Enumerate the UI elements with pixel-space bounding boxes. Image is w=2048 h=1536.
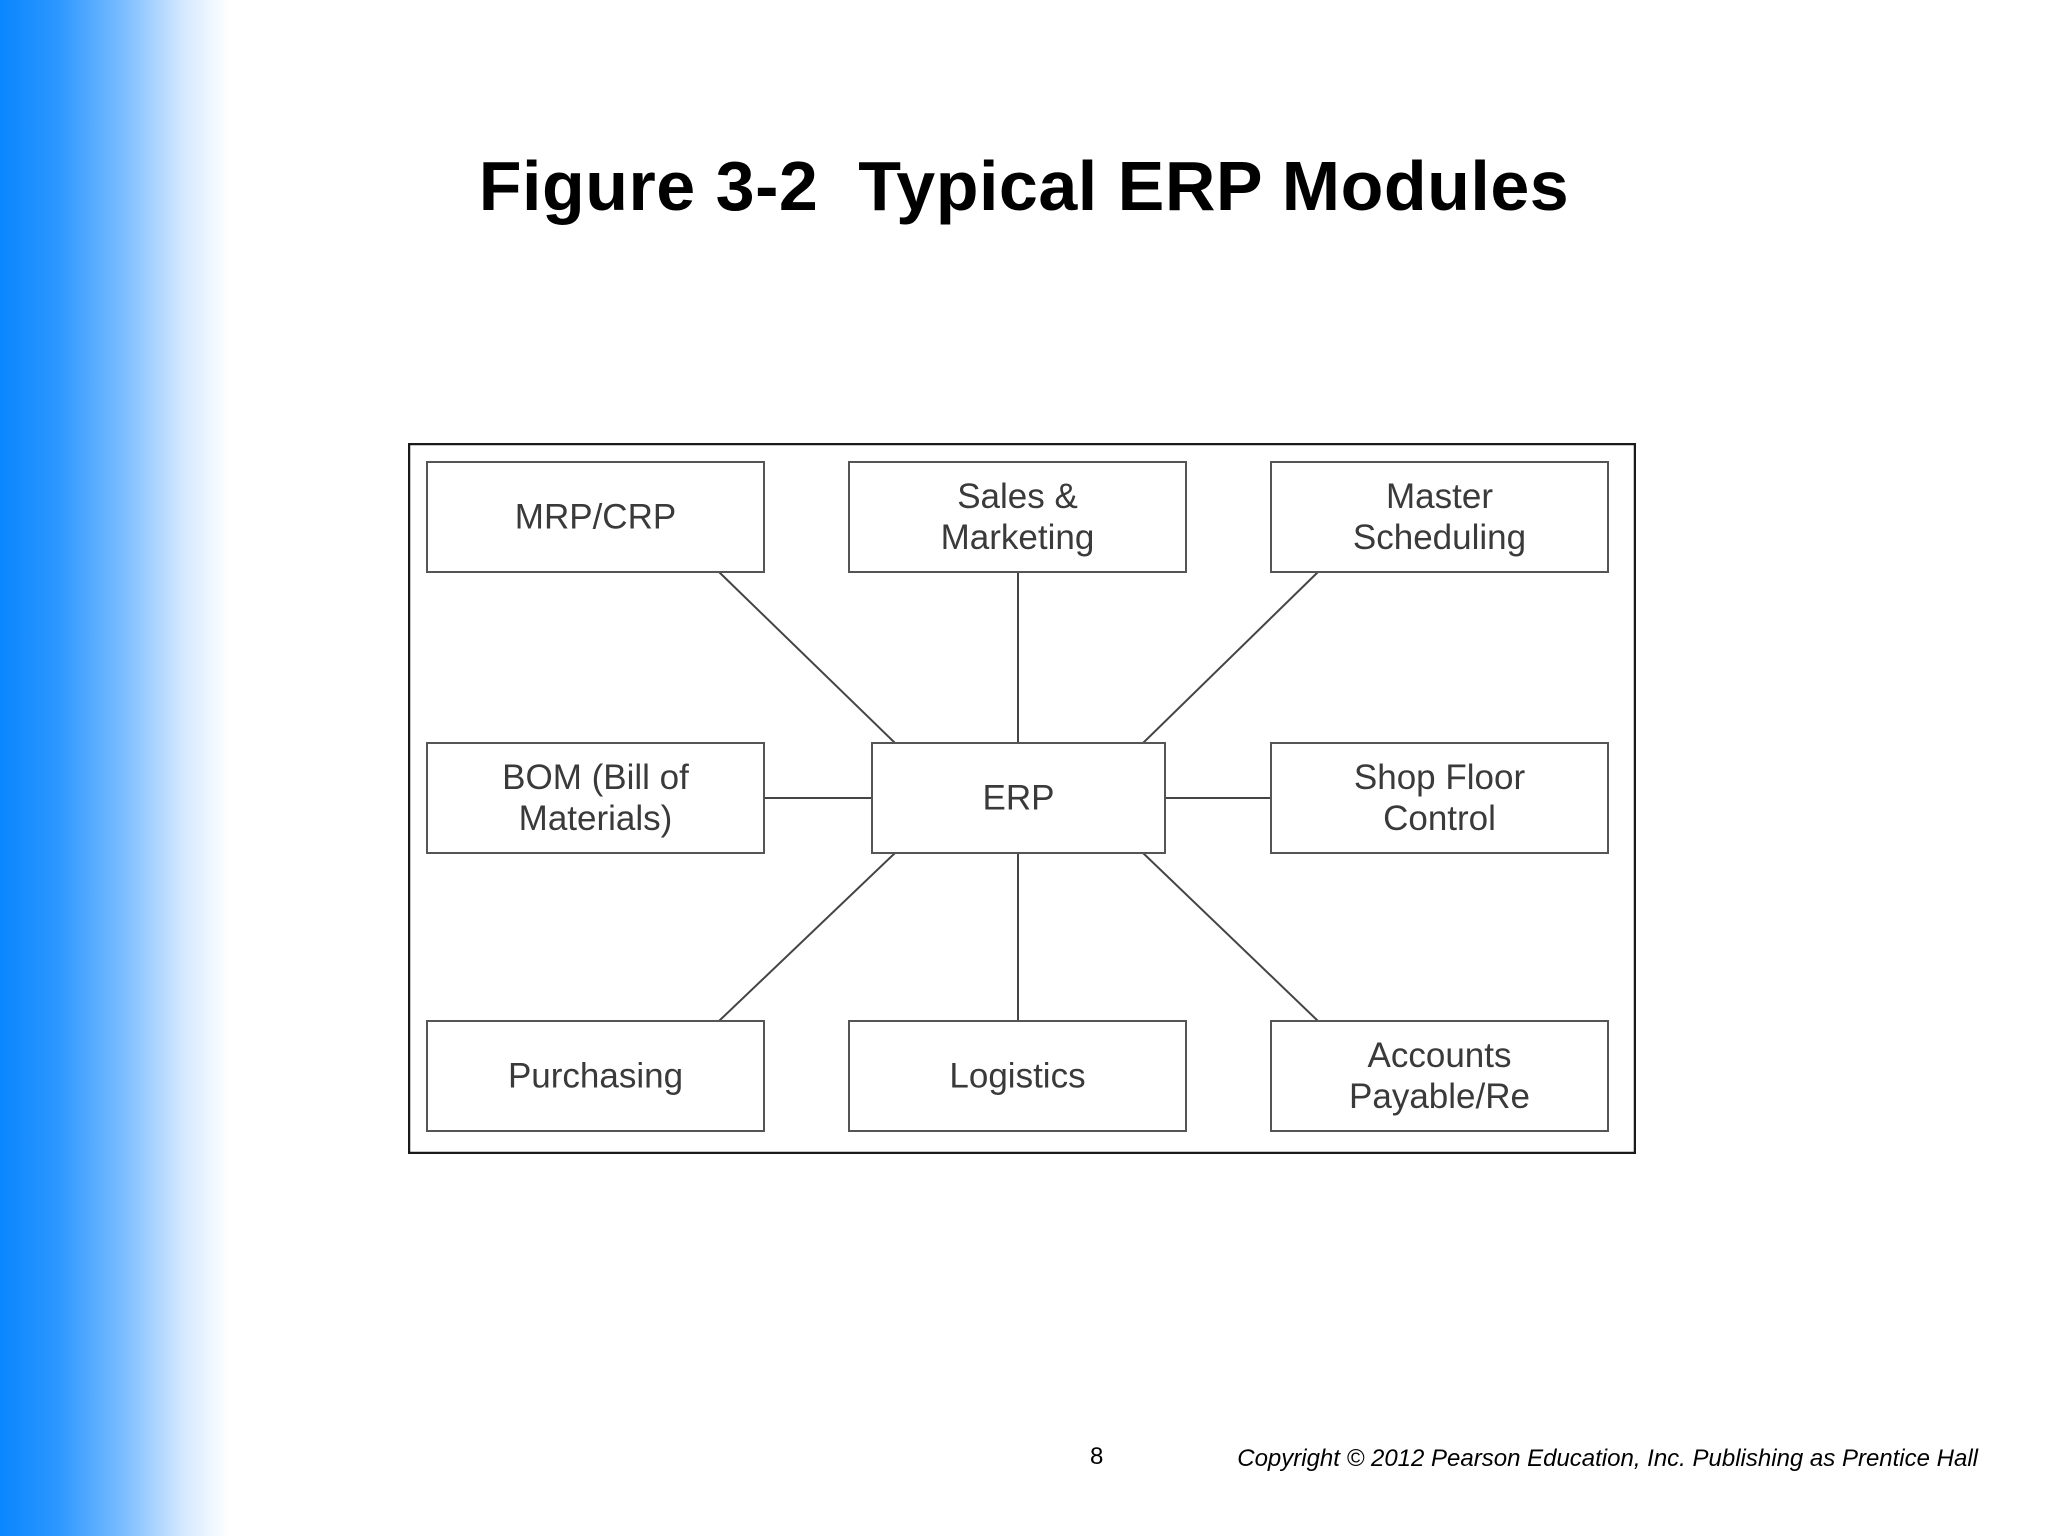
box-frame-mrp-crp [426, 461, 765, 573]
box-frame-erp [871, 742, 1166, 854]
box-label-erp: ERP [983, 779, 1055, 818]
box-logistics: Logistics [848, 1020, 1187, 1132]
box-label-bom: Materials) [519, 799, 673, 838]
box-label-shop-floor-control: Control [1383, 799, 1496, 838]
box-label-accounts-payable: Payable/Re [1349, 1077, 1530, 1116]
box-frame-logistics [848, 1020, 1187, 1132]
copyright-notice: Copyright © 2012 Pearson Education, Inc.… [1237, 1445, 1978, 1472]
slide-title: Figure 3-2 Typical ERP Modules [478, 147, 1570, 225]
box-label-shop-floor-control: Shop Floor [1354, 758, 1526, 797]
left-gradient-band [0, 0, 230, 1536]
box-label-sales-marketing: Sales & [957, 477, 1078, 516]
box-sales-marketing: Sales &Marketing [848, 461, 1187, 573]
box-label-logistics: Logistics [949, 1057, 1085, 1096]
box-frame-purchasing [426, 1020, 765, 1132]
box-purchasing: Purchasing [426, 1020, 765, 1132]
box-label-mrp-crp: MRP/CRP [515, 498, 676, 537]
box-label-master-scheduling: Scheduling [1353, 518, 1526, 557]
box-frame-sales-marketing [848, 461, 1187, 573]
box-label-accounts-payable: Accounts [1368, 1036, 1512, 1075]
box-frame-accounts-payable [1270, 1020, 1609, 1132]
box-frame-shop-floor-control [1270, 742, 1609, 854]
connector-erp-to-mrp-crp [718, 571, 896, 744]
connector-erp-to-accounts-payable [1142, 852, 1319, 1022]
connector-erp-to-master-scheduling [1142, 571, 1319, 744]
page-number: 8 [1090, 1443, 1104, 1470]
box-frame-bom [426, 742, 765, 854]
box-layer: MRP/CRP Sales &Marketing MasterSchedulingB… [426, 461, 1609, 1132]
box-frame-master-scheduling [1270, 461, 1609, 573]
diagram-canvas: MRP/CRP Sales &Marketing MasterSchedulingB… [408, 443, 1636, 1154]
box-label-master-scheduling: Master [1386, 477, 1493, 516]
connector-erp-to-purchasing [718, 852, 896, 1022]
box-erp: ERP [871, 742, 1166, 854]
box-label-bom: BOM (Bill of [502, 758, 689, 797]
connector-layer [718, 571, 1319, 1022]
box-label-sales-marketing: Marketing [941, 518, 1095, 557]
box-mrp-crp: MRP/CRP [426, 461, 765, 573]
box-label-purchasing: Purchasing [508, 1057, 683, 1096]
